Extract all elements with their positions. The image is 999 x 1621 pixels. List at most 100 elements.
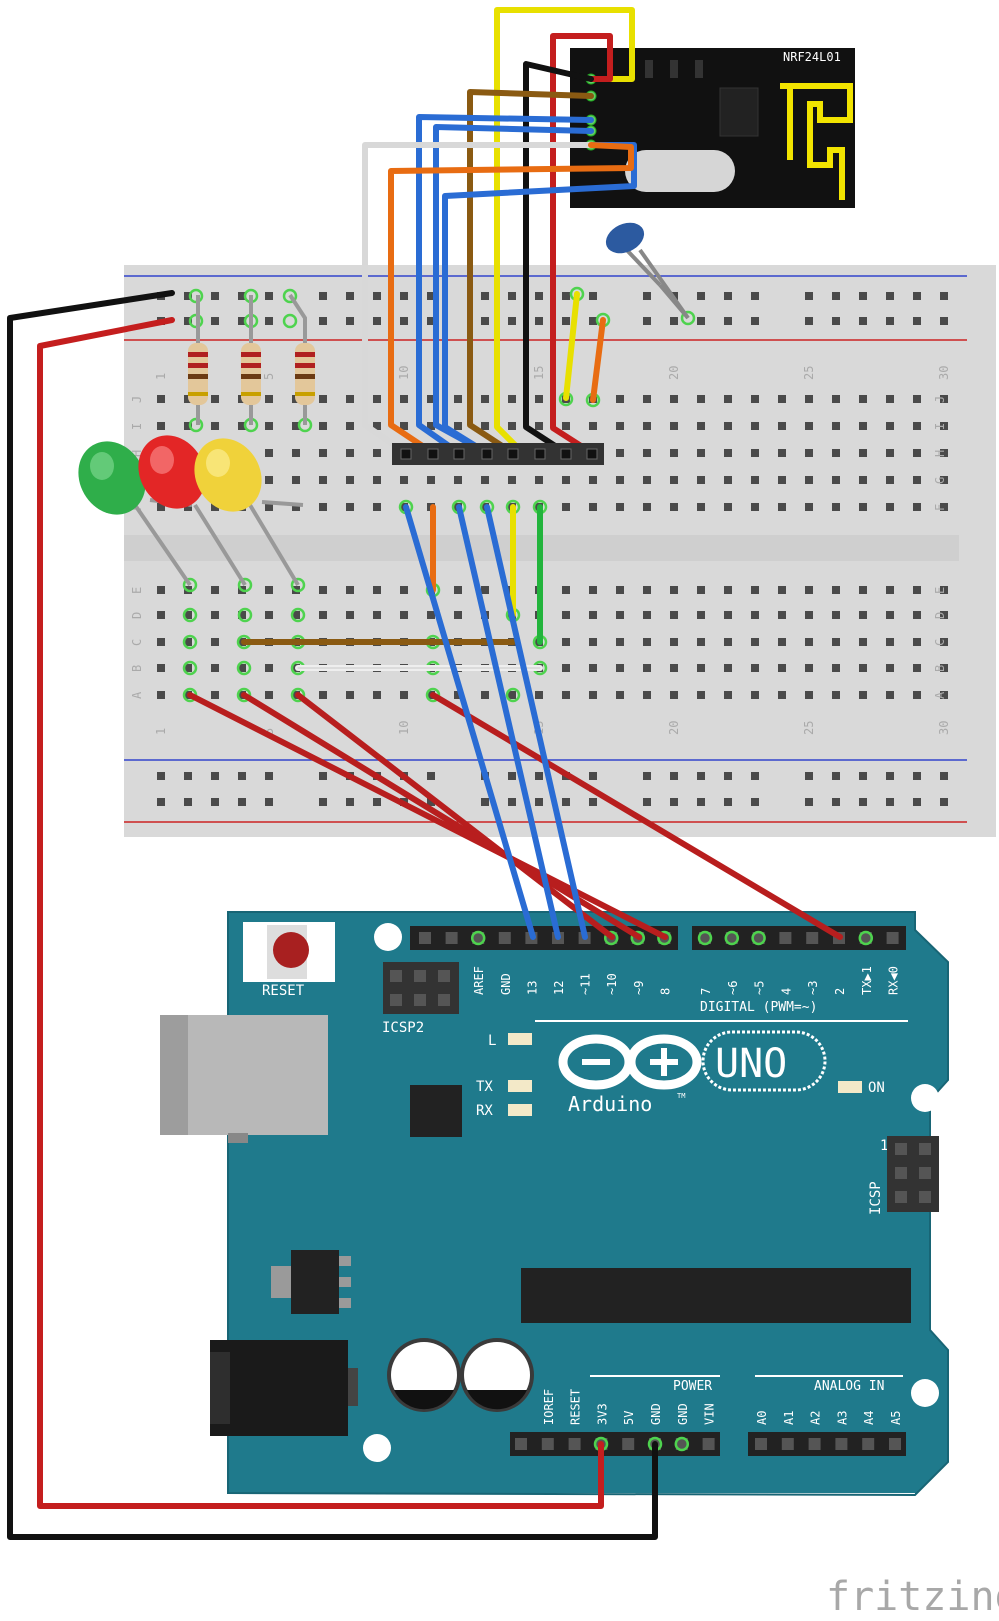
terminal-hole bbox=[859, 586, 867, 594]
rail-hole bbox=[562, 292, 570, 300]
ceramic-capacitor bbox=[605, 222, 690, 320]
terminal-hole bbox=[481, 691, 489, 699]
connected-hole bbox=[505, 687, 521, 703]
wire-black-gnd-rail bbox=[7, 290, 658, 1540]
column-number: 30 bbox=[937, 721, 951, 735]
terminal-hole bbox=[643, 449, 651, 457]
terminal-hole bbox=[805, 664, 813, 672]
terminal-hole bbox=[589, 611, 597, 619]
column-number: 5 bbox=[262, 373, 276, 380]
terminal-hole bbox=[940, 586, 948, 594]
row-letter: G bbox=[933, 477, 947, 484]
terminal-hole bbox=[751, 422, 759, 430]
row-letter: B bbox=[130, 665, 144, 672]
connected-hole bbox=[182, 660, 198, 676]
terminal-hole bbox=[157, 611, 165, 619]
terminal-hole bbox=[454, 586, 462, 594]
row-letter: J bbox=[933, 396, 947, 403]
wire-yellow-vcc bbox=[494, 7, 635, 455]
icsp-pin bbox=[895, 1167, 907, 1179]
terminal-hole bbox=[643, 395, 651, 403]
icsp2-pin bbox=[414, 970, 426, 982]
terminal-hole bbox=[751, 503, 759, 511]
terminal-hole bbox=[373, 586, 381, 594]
terminal-hole bbox=[805, 476, 813, 484]
rail-hole bbox=[373, 798, 381, 806]
digital-pin bbox=[725, 932, 738, 944]
rail-hole bbox=[643, 798, 651, 806]
led-tx-label: TX bbox=[476, 1079, 493, 1095]
arduino-brand: Arduino bbox=[568, 1092, 652, 1116]
terminal-hole bbox=[589, 691, 597, 699]
reset-label: RESET bbox=[262, 983, 305, 999]
terminal-hole bbox=[670, 395, 678, 403]
terminal-hole bbox=[508, 395, 516, 403]
terminal-hole bbox=[211, 422, 219, 430]
header-body bbox=[392, 443, 604, 465]
column-number: 5 bbox=[262, 728, 276, 735]
digital-pin-label: RX◀0 bbox=[887, 966, 901, 995]
rail-hole bbox=[400, 317, 408, 325]
row-letter: B bbox=[933, 665, 947, 672]
terminal-hole bbox=[697, 611, 705, 619]
rail-hole bbox=[427, 772, 435, 780]
terminal-hole bbox=[832, 586, 840, 594]
terminal-hole bbox=[643, 503, 651, 511]
terminal-hole bbox=[643, 422, 651, 430]
icsp2-pin bbox=[438, 970, 450, 982]
terminal-hole bbox=[886, 449, 894, 457]
terminal-hole bbox=[616, 638, 624, 646]
rail-hole bbox=[832, 798, 840, 806]
digital-pin-connected bbox=[697, 930, 713, 946]
terminal-hole bbox=[805, 395, 813, 403]
terminal-hole bbox=[157, 664, 165, 672]
terminal-hole bbox=[346, 503, 354, 511]
terminal-hole bbox=[346, 395, 354, 403]
terminal-hole bbox=[913, 422, 921, 430]
terminal-hole bbox=[724, 638, 732, 646]
power-header bbox=[510, 1432, 906, 1456]
terminal-hole bbox=[724, 664, 732, 672]
terminal-hole bbox=[373, 503, 381, 511]
terminal-hole bbox=[211, 638, 219, 646]
digital-pin-label: ~3 bbox=[806, 981, 820, 995]
digital-pin-label: TX▶1 bbox=[860, 966, 874, 995]
terminal-hole bbox=[751, 611, 759, 619]
row-letter: F bbox=[933, 504, 947, 511]
analog-pin-label: A2 bbox=[809, 1411, 823, 1425]
rail-hole bbox=[535, 798, 543, 806]
rail-hole bbox=[697, 772, 705, 780]
terminal-hole bbox=[184, 395, 192, 403]
column-number: 25 bbox=[802, 366, 816, 380]
wire-red-d2 bbox=[430, 692, 843, 940]
wire-yellow-short bbox=[563, 291, 580, 401]
connected-hole bbox=[182, 607, 198, 623]
mount-hole-3 bbox=[911, 1379, 939, 1407]
terminal-hole bbox=[940, 476, 948, 484]
terminal-hole bbox=[508, 691, 516, 699]
terminal-hole bbox=[724, 691, 732, 699]
rail-hole bbox=[859, 772, 867, 780]
row-letter: J bbox=[130, 396, 144, 403]
digital-pin-label: 8 bbox=[658, 988, 672, 995]
mount-hole-4 bbox=[363, 1434, 391, 1462]
rail-hole bbox=[508, 292, 516, 300]
terminal-hole bbox=[346, 586, 354, 594]
column-number: 1 bbox=[154, 373, 168, 380]
rail-hole bbox=[670, 798, 678, 806]
power-pin bbox=[675, 1438, 688, 1450]
digital-pin-label: 4 bbox=[779, 988, 793, 995]
resistors bbox=[188, 293, 315, 425]
reset-button[interactable] bbox=[273, 932, 309, 968]
rail-hole bbox=[265, 772, 273, 780]
rail-hole bbox=[589, 317, 597, 325]
rail-hole bbox=[373, 292, 381, 300]
rail-hole bbox=[913, 292, 921, 300]
terminal-hole bbox=[697, 395, 705, 403]
led-rx-label: RX bbox=[476, 1103, 493, 1119]
rail-hole bbox=[913, 798, 921, 806]
power-label: POWER bbox=[673, 1379, 712, 1394]
terminal-hole bbox=[751, 449, 759, 457]
rail-hole bbox=[751, 292, 759, 300]
